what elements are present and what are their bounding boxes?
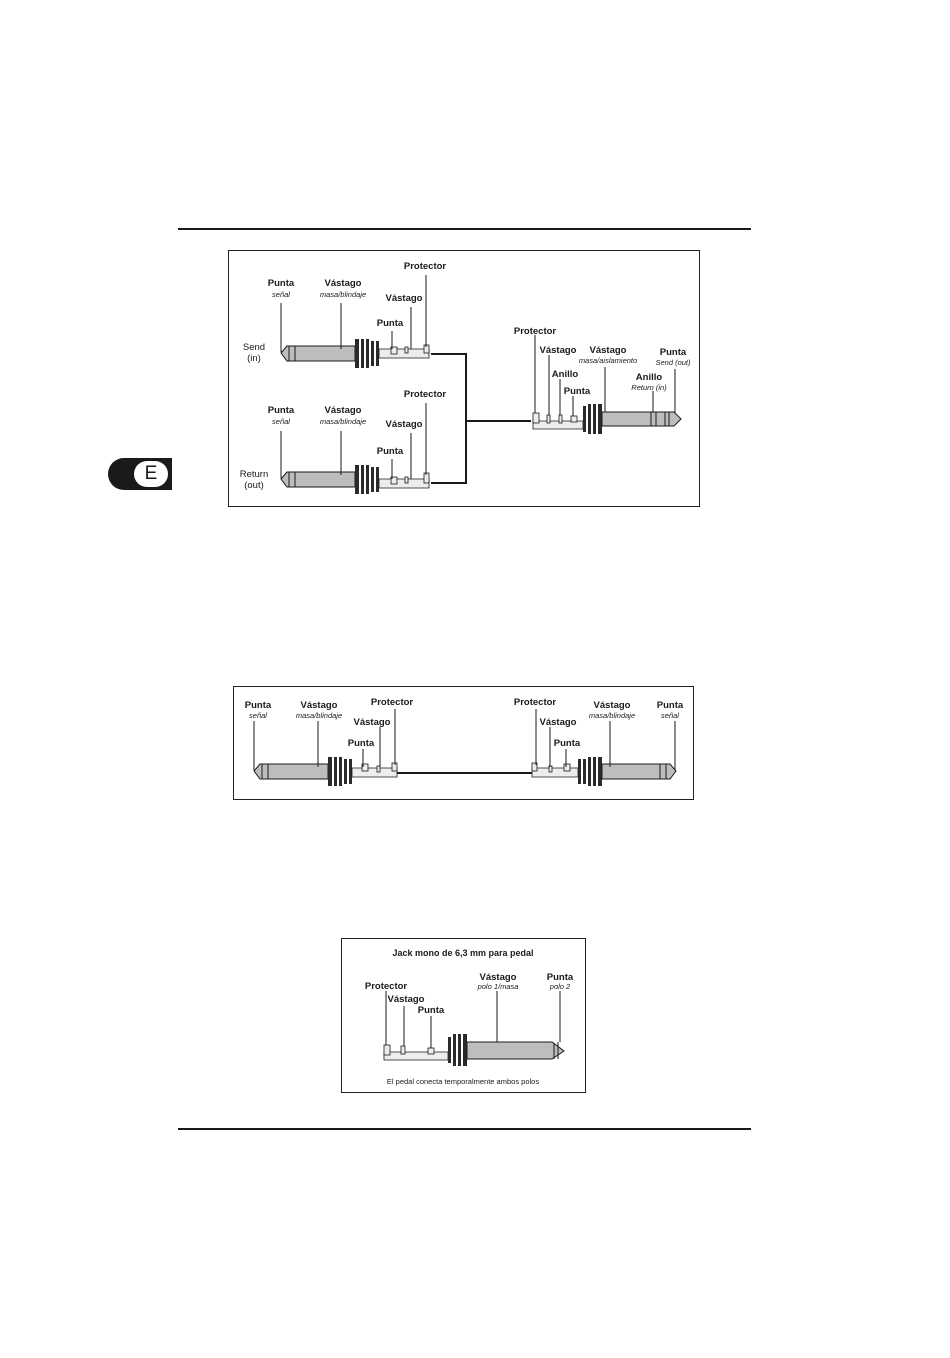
plug-return xyxy=(280,465,430,494)
return-punta-sub: señal xyxy=(272,417,290,426)
top-rule xyxy=(178,228,751,230)
right-punta-lug-label: Punta xyxy=(554,738,581,749)
send-vastago-sub: masa/blindaje xyxy=(320,290,366,299)
pedal-protector-label: Protector xyxy=(365,981,408,992)
pedal-vastago-lug-label: Vástago xyxy=(388,994,425,1005)
stereo-anillo-label: Anillo xyxy=(636,372,663,383)
pedal-title: Jack mono de 6,3 mm para pedal xyxy=(392,948,533,958)
left-punta-label: Punta xyxy=(245,700,272,711)
cable-send xyxy=(431,353,531,422)
right-punta-label: Punta xyxy=(657,700,684,711)
plug-right xyxy=(531,757,677,786)
pedal-punta-lug-label: Punta xyxy=(418,1005,445,1016)
pedal-vastago-label: Vástago xyxy=(480,972,517,983)
return-vastago-lug-label: Vástago xyxy=(386,419,423,430)
right-protector-label: Protector xyxy=(514,697,557,708)
bottom-rule xyxy=(178,1128,751,1130)
figure-insert-cable: Punta señal Vástago masa/blindaje Punta … xyxy=(228,250,700,507)
language-tab-letter: E xyxy=(134,461,168,487)
stereo-anillo-sub: Return (in) xyxy=(631,383,667,392)
language-tab: E xyxy=(108,458,172,490)
left-vastago-sub: masa/blindaje xyxy=(296,711,342,720)
return-vastago-sub: masa/blindaje xyxy=(320,417,366,426)
figure-mono-cable: Punta señal Vástago masa/blindaje Protec… xyxy=(233,686,694,800)
send-vastago-lug-label: Vástago xyxy=(386,293,423,304)
send-protector-label: Protector xyxy=(404,261,447,272)
pedal-note: El pedal conecta temporalmente ambos pol… xyxy=(387,1077,539,1086)
right-vastago-label: Vástago xyxy=(594,700,631,711)
stereo-punta-label: Punta xyxy=(660,347,687,358)
send-punta-label: Punta xyxy=(268,278,295,289)
return-side-label: Return xyxy=(240,469,269,480)
stereo-anillo-lug-label: Anillo xyxy=(552,369,579,380)
send-vastago-label: Vástago xyxy=(325,278,362,289)
pedal-vastago-sub: polo 1/masa xyxy=(477,982,519,991)
figure-pedal-jack: Jack mono de 6,3 mm para pedal Protector… xyxy=(341,938,586,1093)
left-vastago-label: Vástago xyxy=(301,700,338,711)
plug-left xyxy=(253,757,398,786)
return-vastago-label: Vástago xyxy=(325,405,362,416)
send-side-label: Send xyxy=(243,342,265,353)
stereo-vastago-sub: masa/aislamiento xyxy=(579,356,637,365)
right-punta-sub: señal xyxy=(661,711,679,720)
send-punta-lug-label: Punta xyxy=(377,318,404,329)
left-vastago-lug-label: Vástago xyxy=(354,717,391,728)
pedal-punta-sub: polo 2 xyxy=(549,982,571,991)
left-punta-sub: señal xyxy=(249,711,267,720)
return-side-sub: (out) xyxy=(244,480,264,491)
right-vastago-lug-label: Vástago xyxy=(540,717,577,728)
stereo-punta-lug-label: Punta xyxy=(564,386,591,397)
stereo-protector-label: Protector xyxy=(514,326,557,337)
send-side-sub: (in) xyxy=(247,353,261,364)
return-punta-label: Punta xyxy=(268,405,295,416)
stereo-punta-sub: Send (out) xyxy=(655,358,691,367)
pedal-punta-label: Punta xyxy=(547,972,574,983)
right-vastago-sub: masa/blindaje xyxy=(589,711,635,720)
return-protector-label: Protector xyxy=(404,389,447,400)
plug-pedal xyxy=(383,1034,565,1066)
left-protector-label: Protector xyxy=(371,697,414,708)
plug-send xyxy=(280,339,430,368)
send-punta-sub: señal xyxy=(272,290,290,299)
return-punta-lug-label: Punta xyxy=(377,446,404,457)
stereo-vastago-label: Vástago xyxy=(590,345,627,356)
cable-return xyxy=(431,421,467,484)
plug-stereo xyxy=(532,404,682,434)
left-punta-lug-label: Punta xyxy=(348,738,375,749)
stereo-vastago-lug-label: Vástago xyxy=(540,345,577,356)
